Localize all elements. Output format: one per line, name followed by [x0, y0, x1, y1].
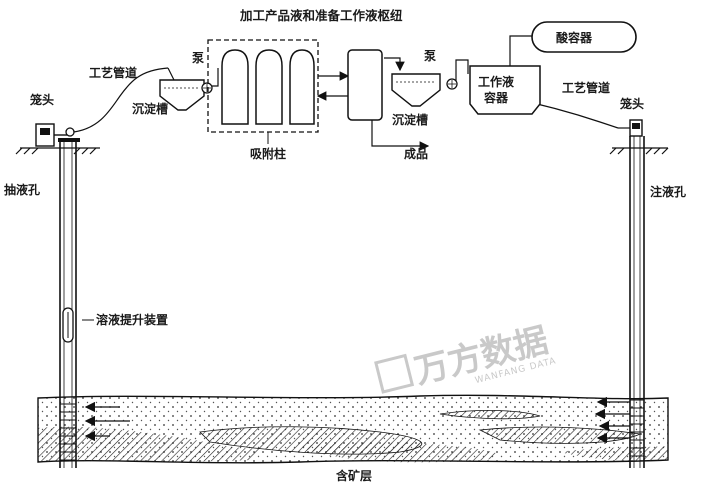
- flow-arrows: [84, 396, 630, 444]
- precipitation-column: [347, 49, 383, 121]
- label-acid-container: 酸容器: [556, 30, 593, 45]
- diagram-title: 加工产品液和准备工作液枢纽: [239, 8, 403, 23]
- label-pump-right: 泵: [424, 49, 436, 63]
- label-wellhead-left: 笼头: [29, 92, 54, 107]
- pump-left: [201, 82, 213, 94]
- label-pipeline-left: 工艺管道: [89, 65, 137, 80]
- label-settling-tank-left: 沉淀槽: [132, 101, 168, 116]
- wellhead-right: [618, 119, 643, 137]
- label-extraction-hole: 抽液孔: [4, 182, 40, 197]
- label-ore-layer: 含矿层: [336, 468, 372, 483]
- label-working-fluid-container-2: 容器: [483, 90, 509, 105]
- wellhead-left: [35, 123, 80, 147]
- adsorption-columns: [207, 39, 319, 144]
- working-fluid-container: [469, 65, 541, 115]
- pump-right: [446, 78, 458, 90]
- label-wellhead-right: 笼头: [619, 96, 644, 111]
- labels: 加工产品液和准备工作液枢纽 酸容器 工作液 容器 工艺管道 工艺管道 泵 泵 沉…: [4, 8, 686, 483]
- acid-container: [531, 21, 637, 53]
- label-adsorption-column: 吸附柱: [250, 146, 286, 161]
- label-working-fluid-container-1: 工作液: [478, 74, 514, 89]
- settling-tank-left: [159, 79, 205, 111]
- label-product: 成品: [404, 146, 428, 161]
- label-pump-left: 泵: [192, 51, 204, 65]
- label-injection-hole: 注液孔: [650, 184, 686, 199]
- injection-well: [629, 136, 645, 468]
- extraction-well: [59, 140, 77, 468]
- settling-tank-right: [391, 73, 441, 107]
- label-pipeline-right: 工艺管道: [562, 80, 610, 95]
- pipelines: [73, 35, 619, 151]
- label-settling-tank-right: 沉淀槽: [392, 112, 428, 127]
- ground-surface: [15, 147, 669, 155]
- label-lifting-device: 溶液提升装置: [96, 312, 168, 327]
- ore-layer: [37, 394, 669, 464]
